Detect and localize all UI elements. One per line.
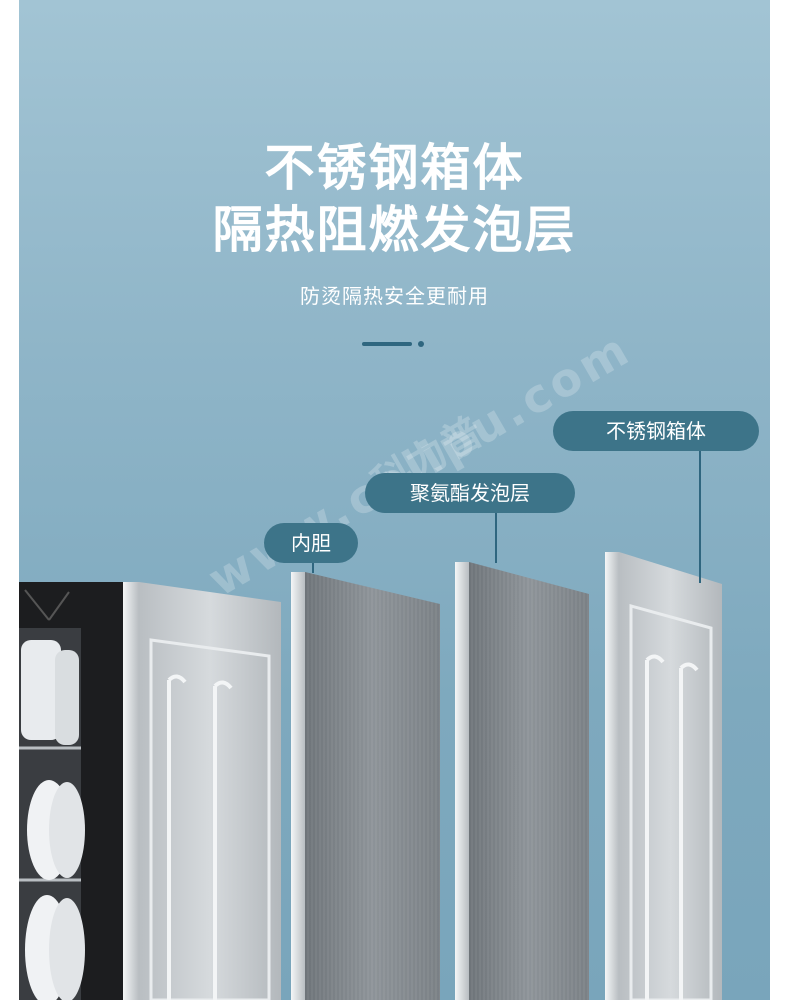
decorative-line (362, 342, 412, 346)
callout-label-case: 不锈钢箱体 (553, 411, 759, 451)
headline-line-2: 隔热阻燃发泡层 (212, 201, 577, 259)
cabinet-body (19, 582, 123, 1000)
callout-stem-liner (312, 563, 314, 573)
cabinet-door (123, 582, 281, 1000)
callout-label-foam: 聚氨酯发泡层 (365, 473, 575, 513)
callout-stem-foam (495, 513, 497, 563)
headline-line-1: 不锈钢箱体 (264, 139, 525, 197)
callout-label-liner: 内胆 (264, 523, 358, 563)
decorative-dot (418, 341, 424, 347)
cabinet-illustration (19, 552, 722, 1000)
subtitle: 防烫隔热安全更耐用 (300, 284, 489, 308)
callout-stem-case (699, 451, 701, 583)
foam-layer-panel (455, 562, 589, 1000)
inner-liner-panel (291, 572, 440, 1000)
product-banner: 不锈钢箱体 隔热阻燃发泡层 防烫隔热安全更耐用 (19, 0, 770, 1000)
steel-case-panel (605, 552, 722, 1000)
